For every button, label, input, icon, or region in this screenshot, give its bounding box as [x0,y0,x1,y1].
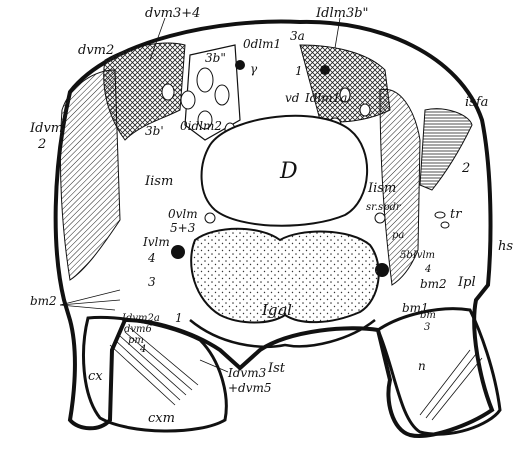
label-cx: cx [88,369,103,384]
label-Idvm2a: Idvm2a [121,313,160,324]
label-tr: tr [450,207,462,222]
label-5bIvlm: 5bIvlm [400,250,435,261]
label-dvm6: dvm6 [124,324,153,335]
label-0idlm2: 0idlm2 [180,119,222,133]
label-D: D [279,159,298,184]
label-Iism-right: Iism [367,181,396,196]
label-pa: pa [392,230,404,241]
leg-muscle-fibres [110,328,482,420]
label-gamma: γ [250,62,258,76]
label-0vlm: 0vlm [168,207,198,221]
label-hs: hs [498,239,513,254]
label-3a: 3a [290,29,305,43]
label-3b-single: 3b' [145,124,164,138]
dorsal-muscle-left-hatch [60,70,120,280]
label-3b-double: 3b" [205,51,226,65]
label-cxm: cxm [148,411,175,426]
label-0dlm1: 0dlm1 [243,37,281,51]
label-Iism-left: Iism [144,174,173,189]
isfa-muscle [420,109,472,190]
label-n: n [418,359,426,373]
label-Idlm1a: Idlm1a [304,91,347,105]
label-4-left: 4 [147,251,156,265]
label-1: 1 [295,64,303,78]
label-bm: bm [420,310,436,321]
label-isfa: isfa [465,95,488,110]
label-5-3: 5+3 [170,221,196,235]
label-Idvm-2: 2 [37,137,46,152]
dorsal-muscle-right-cross [300,45,390,122]
label-Idvm: Idvm [29,121,63,136]
label-4-pm: 4 [139,344,146,355]
label-Ipl: Ipl [457,275,476,290]
label-4-right: 4 [424,264,431,275]
label-Idlm3b: Idlm3b" [315,6,369,21]
label-2-right: 2 [461,161,470,176]
label-3-right: 3 [424,322,430,333]
label-dvm5: +dvm5 [228,381,272,395]
label-bm2-right: bm2 [420,277,447,291]
label-dvm2: dvm2 [78,43,114,58]
label-1-lower: 1 [175,311,183,325]
ventral-sternum-Ist [190,320,375,347]
label-Idvm3: Idvm3 [227,366,267,380]
label-srspdr: sr.spdr [366,202,402,213]
label-bm2-left: bm2 [30,294,57,308]
label-3: 3 [148,275,156,289]
label-Iggl: Iggl [261,301,292,319]
label-vd: vd [285,91,300,105]
label-Ist: Ist [267,361,286,376]
label-dvm3-4: dvm3+4 [145,6,200,21]
label-Ivlm: Ivlm [142,235,170,249]
